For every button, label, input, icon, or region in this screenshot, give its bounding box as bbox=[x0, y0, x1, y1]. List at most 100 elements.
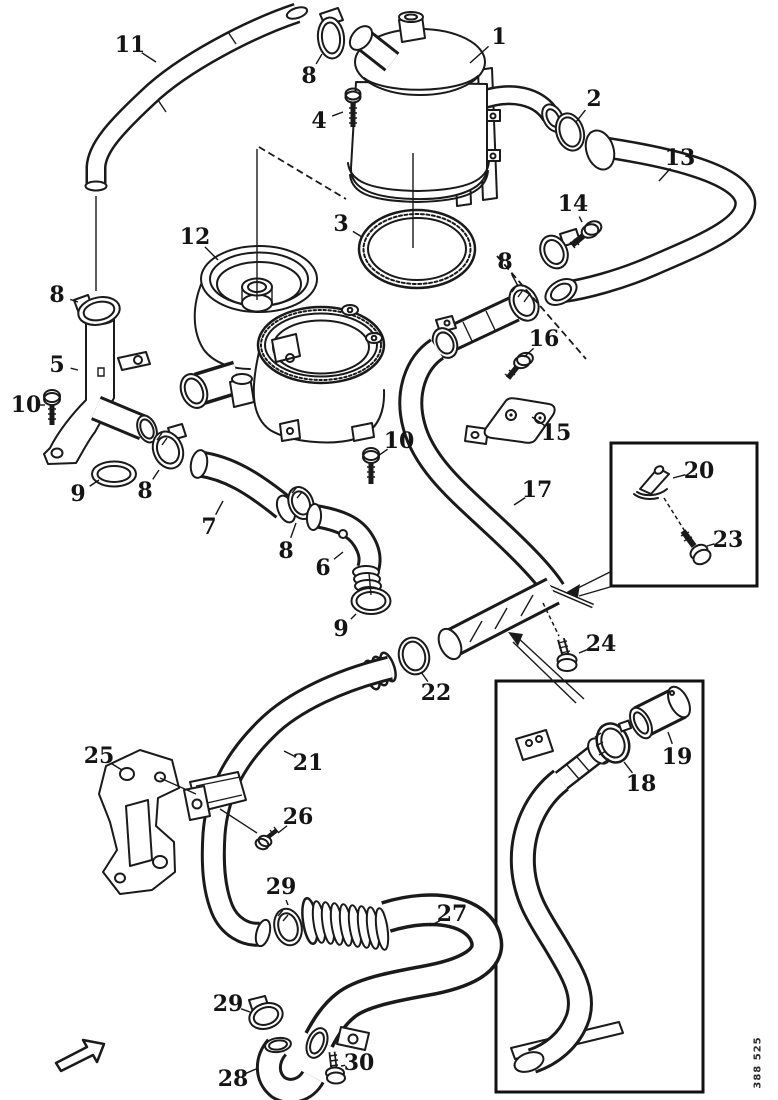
leader-line-26 bbox=[277, 825, 288, 834]
part-label-19: 19 bbox=[661, 744, 693, 770]
leader-line-8 bbox=[315, 53, 323, 65]
part-label-16: 16 bbox=[528, 326, 560, 352]
part-label-15: 15 bbox=[540, 420, 572, 446]
leader-line-3 bbox=[352, 230, 363, 238]
part-label-8: 8 bbox=[137, 478, 153, 504]
leader-line-20 bbox=[672, 473, 686, 479]
bracket-15 bbox=[464, 397, 556, 445]
part-label-28: 28 bbox=[217, 1066, 249, 1092]
leader-line-25 bbox=[110, 762, 123, 771]
hose-21 bbox=[200, 651, 397, 948]
leader-line-30 bbox=[340, 1064, 346, 1067]
inset-hose-assembly bbox=[509, 729, 624, 1074]
part-label-4: 4 bbox=[311, 108, 327, 134]
leader-line-22 bbox=[420, 671, 429, 683]
pump-assembly-1 bbox=[347, 11, 565, 207]
clamp-8b bbox=[73, 294, 121, 326]
part-label-29: 29 bbox=[265, 874, 297, 900]
clamp-29b bbox=[248, 995, 284, 1030]
leader-line-1 bbox=[469, 45, 490, 64]
seal-ring-3 bbox=[357, 208, 477, 290]
leader-line-8 bbox=[70, 298, 79, 303]
bolt-10b bbox=[362, 447, 380, 484]
part-label-22: 22 bbox=[420, 680, 452, 706]
part-label-7: 7 bbox=[201, 514, 217, 540]
part-label-27: 27 bbox=[436, 901, 468, 927]
construction-lines bbox=[95, 146, 587, 834]
leader-line-6 bbox=[333, 551, 344, 560]
part-label-9: 9 bbox=[333, 616, 349, 642]
clamp-8d bbox=[151, 423, 187, 470]
leader-line-4 bbox=[331, 111, 344, 117]
leader-line-14 bbox=[578, 216, 583, 223]
leader-line-11 bbox=[141, 52, 157, 63]
bolt-26 bbox=[254, 826, 279, 851]
bolt-16 bbox=[504, 351, 534, 380]
leader-line-29 bbox=[240, 1008, 251, 1013]
leader-line-10 bbox=[377, 448, 389, 457]
corrugated-hose-27 bbox=[301, 893, 504, 1059]
part-label-2: 2 bbox=[586, 86, 602, 112]
part-label-1: 1 bbox=[491, 24, 507, 50]
leader-line-19 bbox=[667, 731, 673, 745]
part-label-14: 14 bbox=[557, 191, 589, 217]
leader-line-21 bbox=[283, 750, 296, 758]
leader-line-8 bbox=[511, 273, 519, 287]
part-label-26: 26 bbox=[282, 804, 314, 830]
part-label-12: 12 bbox=[179, 224, 211, 250]
bolt-23 bbox=[663, 497, 712, 566]
elbow-6 bbox=[305, 503, 382, 598]
part-label-10: 10 bbox=[383, 428, 415, 454]
part-label-30: 30 bbox=[343, 1050, 375, 1076]
part-label-8: 8 bbox=[49, 282, 65, 308]
part-label-29: 29 bbox=[212, 991, 244, 1017]
inset-box-detail-2 bbox=[494, 679, 705, 1094]
bolt-30 bbox=[325, 1051, 346, 1085]
pipe-stub-with-clamp-8c bbox=[440, 284, 540, 354]
part-label-24: 24 bbox=[585, 631, 617, 657]
o-ring-9a bbox=[91, 460, 137, 488]
clamp-with-bolt-14 bbox=[539, 220, 603, 270]
part-label-8: 8 bbox=[278, 538, 294, 564]
leader-line-29 bbox=[285, 899, 289, 906]
bracket-25 bbox=[98, 749, 180, 895]
part-label-3: 3 bbox=[333, 211, 349, 237]
leader-line-18 bbox=[623, 761, 633, 774]
part-label-8: 8 bbox=[497, 249, 513, 275]
bolt-10a bbox=[43, 389, 61, 425]
hose-17 bbox=[398, 338, 565, 598]
o-ring-2 bbox=[554, 112, 586, 152]
part-label-6: 6 bbox=[315, 555, 331, 581]
part-label-21: 21 bbox=[292, 750, 324, 776]
leader-line-17 bbox=[513, 497, 526, 506]
leader-line-24 bbox=[578, 648, 589, 654]
part-label-5: 5 bbox=[49, 352, 65, 378]
figure-code: 388 525 bbox=[752, 1036, 764, 1089]
part-label-25: 25 bbox=[83, 743, 115, 769]
leader-line-5 bbox=[70, 367, 79, 371]
hose-11 bbox=[84, 3, 309, 192]
part-label-8: 8 bbox=[301, 63, 317, 89]
housing-12 bbox=[179, 245, 386, 444]
clamp-hose17-top bbox=[431, 315, 459, 359]
leader-line-7 bbox=[215, 500, 224, 516]
fitting-5 bbox=[43, 311, 158, 465]
inset-reference-arrows bbox=[508, 571, 611, 704]
leader-line-9 bbox=[89, 479, 100, 487]
part-label-11: 11 bbox=[114, 32, 146, 58]
junction-fitting bbox=[437, 577, 594, 661]
o-ring-22 bbox=[397, 636, 431, 676]
part-label-13: 13 bbox=[664, 145, 696, 171]
leader-line-2 bbox=[575, 109, 586, 123]
elbow-28 bbox=[255, 1036, 325, 1100]
pipe-clamp-on-21 bbox=[183, 771, 247, 821]
sleeve-19 bbox=[629, 685, 691, 740]
leader-line-12 bbox=[204, 246, 219, 261]
part-label-20: 20 bbox=[683, 458, 715, 484]
leader-line-16 bbox=[523, 347, 535, 358]
bolt-24 bbox=[556, 637, 578, 672]
part-label-9: 9 bbox=[70, 481, 86, 507]
leader-lines bbox=[40, 45, 715, 1075]
